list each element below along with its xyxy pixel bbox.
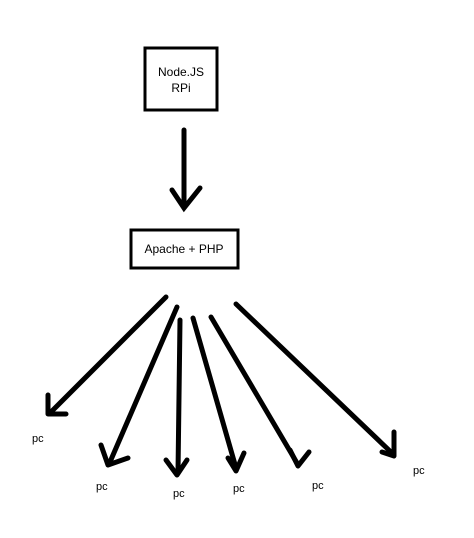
pc-label-2: pc bbox=[96, 481, 108, 493]
arrow-to-pc-2 bbox=[98, 304, 180, 468]
arrow-to-pc-1 bbox=[45, 294, 169, 417]
nodejs-rpi-label-line2: RPi bbox=[171, 81, 190, 95]
client-labels: pc pc pc pc pc pc bbox=[32, 433, 425, 500]
arrow-to-pc-3 bbox=[163, 317, 190, 478]
nodejs-rpi-box bbox=[143, 46, 219, 112]
arrow-to-pc-4 bbox=[190, 315, 247, 474]
nodejs-rpi-node: Node.JS RPi bbox=[143, 46, 219, 112]
apache-php-box bbox=[129, 228, 240, 270]
apache-php-node: Apache + PHP bbox=[129, 228, 240, 270]
client-arrows bbox=[45, 294, 397, 478]
pc-label-3: pc bbox=[173, 488, 185, 500]
apache-php-label: Apache + PHP bbox=[144, 242, 223, 256]
pc-label-6: pc bbox=[413, 465, 425, 477]
pc-label-4: pc bbox=[233, 483, 245, 495]
arrow-to-pc-6 bbox=[233, 301, 397, 459]
arrow-to-pc-5 bbox=[208, 314, 312, 469]
pc-label-1: pc bbox=[32, 433, 44, 445]
arrow-rpi-to-apache bbox=[169, 127, 203, 213]
nodejs-rpi-label-line1: Node.JS bbox=[158, 65, 204, 79]
pc-label-5: pc bbox=[312, 480, 324, 492]
